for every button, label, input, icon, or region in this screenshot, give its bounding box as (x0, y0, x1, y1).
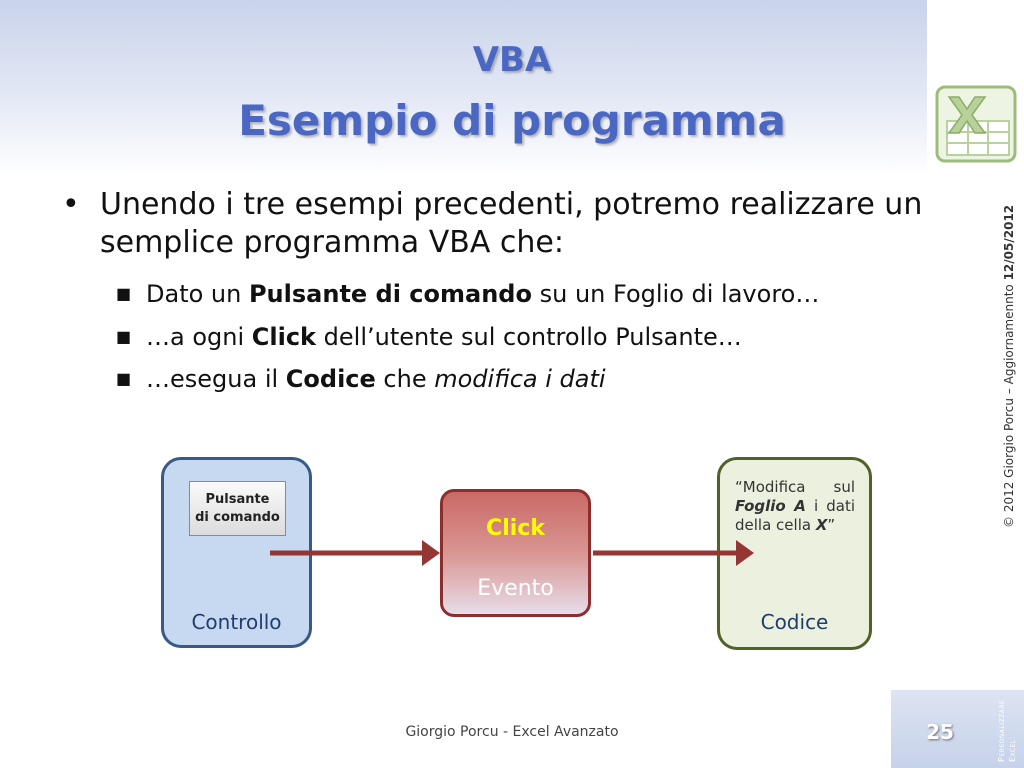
square-bullet-icon: ■ (116, 327, 132, 346)
copyright-date: 12/05/2012 (1002, 204, 1016, 281)
sub-bullet-text: …a ogni (146, 323, 252, 351)
sub-bullet-text: dell’utente sul controllo Pulsante… (316, 323, 742, 351)
footer-author: Giorgio Porcu - Excel Avanzato (405, 724, 619, 740)
slide-subtitle: Esempio di programma (238, 96, 786, 145)
square-bullet-icon: ■ (116, 369, 132, 388)
section-label-line-1: Personalizzare (997, 699, 1006, 762)
controllo-label: Controllo (191, 610, 282, 634)
pulsante-di-comando-button[interactable]: Pulsante di comando (189, 481, 286, 536)
sub-bullet-text: che (375, 365, 435, 393)
sub-bullet-italic: modifica i dati (434, 365, 606, 393)
arrow-evento-codice (593, 540, 754, 566)
sub-bullet-text: …esegua il (146, 365, 286, 393)
codice-desc-bold: Foglio A (735, 497, 806, 515)
sub-bullet-bold: Pulsante di comando (248, 280, 532, 308)
main-bullet-text: Unendo i tre esempi precedenti, potremo … (100, 187, 923, 260)
sub-bullet-bold: Click (251, 323, 317, 351)
copyright-note: © 2012 Giorgio Porcu – Aggiornamennto 12… (1002, 205, 1022, 528)
square-bullet-icon: ■ (116, 284, 132, 303)
evento-label: Evento (477, 576, 554, 601)
button-text-line-1: Pulsante (205, 491, 270, 507)
click-label: Click (486, 516, 545, 541)
sub-bullet-text: su un Foglio di lavoro… (531, 280, 820, 308)
arrow-controllo-evento (270, 540, 440, 566)
codice-desc-text: “Modifica sul (735, 478, 855, 496)
slide-header (0, 0, 927, 176)
button-text-line-2: di comando (195, 509, 280, 525)
sub-bullet-text: Dato un (146, 280, 249, 308)
slide-title: VBA (472, 40, 552, 80)
codice-description: “Modifica sul Foglio A i dati della cell… (735, 478, 855, 535)
bullet-dot: • (62, 187, 80, 222)
section-label-line-2: Excel (1008, 739, 1017, 762)
codice-desc-bold: X (815, 516, 828, 534)
copyright-text: © 2012 Giorgio Porcu – Aggiornamennto (1002, 280, 1016, 528)
codice-desc-text: ” (827, 516, 836, 534)
page-number-box (891, 690, 1024, 768)
sub-bullet-bold: Codice (285, 365, 376, 393)
evento-box (440, 489, 591, 617)
excel-logo-icon (927, 75, 1024, 174)
codice-desc-text: i dati della cella (735, 497, 855, 534)
codice-label: Codice (760, 610, 829, 634)
page-number: 25 (926, 720, 954, 744)
